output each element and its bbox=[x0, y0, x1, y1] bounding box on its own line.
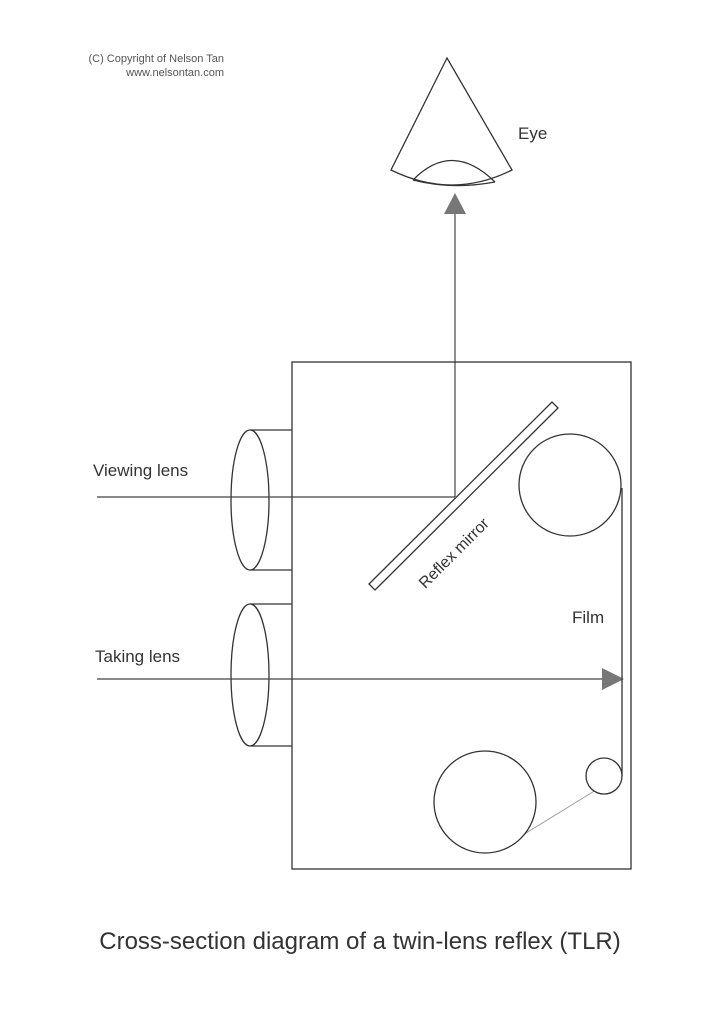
film-roller-small bbox=[585, 757, 623, 795]
eye-cone bbox=[390, 56, 513, 187]
camera-body bbox=[291, 361, 632, 870]
eye-cone-body bbox=[390, 56, 513, 186]
taking-lens-barrel bbox=[230, 603, 292, 747]
label-viewing-lens: Viewing lens bbox=[93, 461, 189, 480]
eye-lens-arc bbox=[412, 159, 496, 183]
taking-light-path bbox=[97, 668, 624, 690]
film-path bbox=[433, 433, 623, 854]
right-arrowhead bbox=[602, 668, 624, 690]
film-lower-strip bbox=[517, 789, 597, 839]
viewing-lens-ellipse bbox=[230, 429, 270, 571]
film-spool-top bbox=[518, 433, 622, 537]
taking-lens-ellipse bbox=[230, 603, 270, 747]
reflex-mirror bbox=[368, 401, 559, 591]
copyright-line-1: (C) Copyright of Nelson Tan bbox=[88, 53, 224, 65]
eye-lens-base bbox=[412, 179, 496, 187]
view-light-path bbox=[444, 193, 466, 497]
film-spool-bottom bbox=[433, 750, 537, 854]
label-eye: Eye bbox=[518, 124, 548, 143]
copyright-url: www.nelsontan.com bbox=[126, 67, 224, 79]
viewing-lens-barrel bbox=[230, 429, 292, 571]
diagram-caption: Cross-section diagram of a twin-lens ref… bbox=[99, 928, 621, 955]
label-film: Film bbox=[572, 608, 605, 627]
up-arrowhead bbox=[444, 193, 466, 214]
label-taking-lens: Taking lens bbox=[95, 647, 181, 666]
